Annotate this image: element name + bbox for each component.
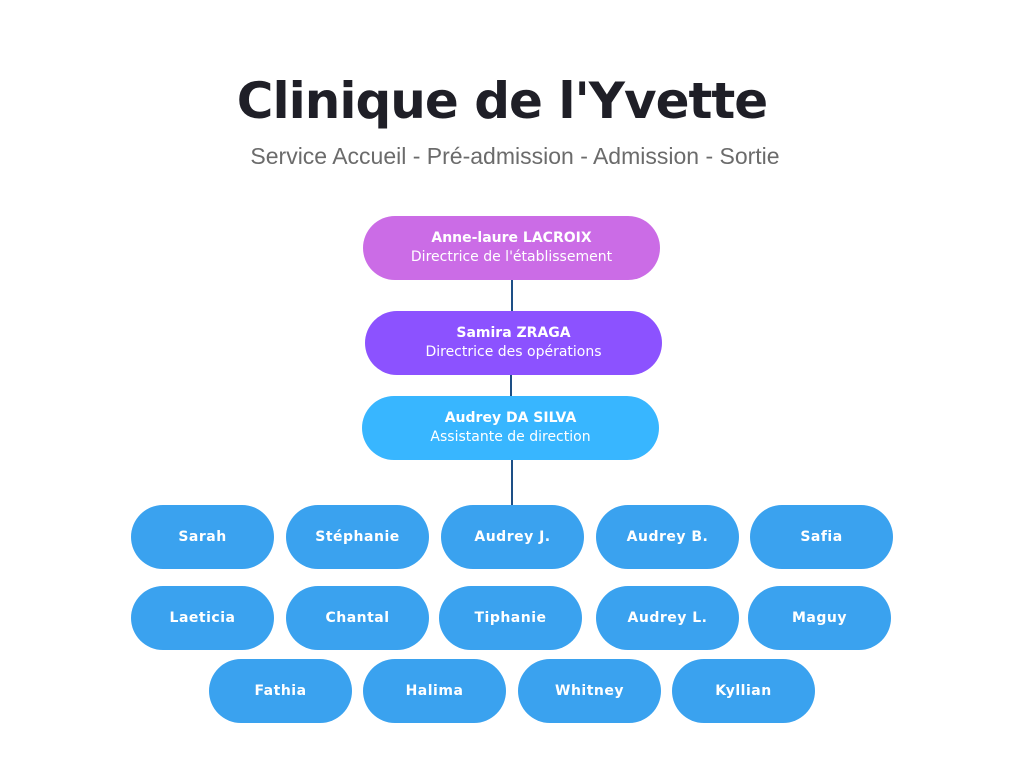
org-node-assistant: Audrey DA SILVA Assistante de direction	[362, 396, 659, 460]
node-name: Kyllian	[715, 682, 772, 699]
node-role: Directrice des opérations	[425, 344, 602, 360]
node-name: Sarah	[178, 528, 227, 545]
connector-line	[511, 280, 513, 311]
node-name: Fathia	[254, 682, 307, 699]
team-member-node: Audrey L.	[596, 586, 739, 650]
connector-line	[511, 460, 513, 505]
team-member-node: Whitney	[518, 659, 661, 723]
node-name: Halima	[405, 682, 464, 699]
node-name: Anne-laure LACROIX	[431, 230, 592, 246]
node-name: Audrey B.	[626, 528, 709, 545]
node-role: Assistante de direction	[430, 429, 591, 445]
node-name: Audrey J.	[474, 528, 551, 545]
team-member-node: Audrey J.	[441, 505, 584, 569]
team-member-node: Tiphanie	[439, 586, 582, 650]
team-member-node: Audrey B.	[596, 505, 739, 569]
node-name: Laeticia	[169, 609, 236, 626]
node-name: Whitney	[555, 682, 624, 699]
node-name: Chantal	[325, 609, 390, 626]
chart-title: Clinique de l'Yvette	[236, 72, 768, 130]
node-name: Maguy	[792, 609, 847, 626]
team-member-node: Fathia	[209, 659, 352, 723]
team-member-node: Maguy	[748, 586, 891, 650]
node-name: Audrey DA SILVA	[444, 410, 577, 426]
org-node-director: Anne-laure LACROIX Directrice de l'établ…	[363, 216, 660, 280]
team-member-node: Stéphanie	[286, 505, 429, 569]
node-name: Tiphanie	[474, 609, 547, 626]
chart-subtitle: Service Accueil - Pré-admission - Admiss…	[250, 143, 780, 169]
team-member-node: Halima	[363, 659, 506, 723]
team-member-node: Sarah	[131, 505, 274, 569]
team-member-node: Safia	[750, 505, 893, 569]
team-member-node: Laeticia	[131, 586, 274, 650]
node-name: Safia	[800, 528, 843, 545]
team-member-node: Kyllian	[672, 659, 815, 723]
node-name: Audrey L.	[627, 609, 708, 626]
node-role: Directrice de l'établissement	[410, 249, 613, 265]
node-name: Stéphanie	[315, 528, 400, 545]
team-member-node: Chantal	[286, 586, 429, 650]
org-node-operations-director: Samira ZRAGA Directrice des opérations	[365, 311, 662, 375]
connector-line	[510, 375, 512, 396]
node-name: Samira ZRAGA	[456, 325, 571, 341]
